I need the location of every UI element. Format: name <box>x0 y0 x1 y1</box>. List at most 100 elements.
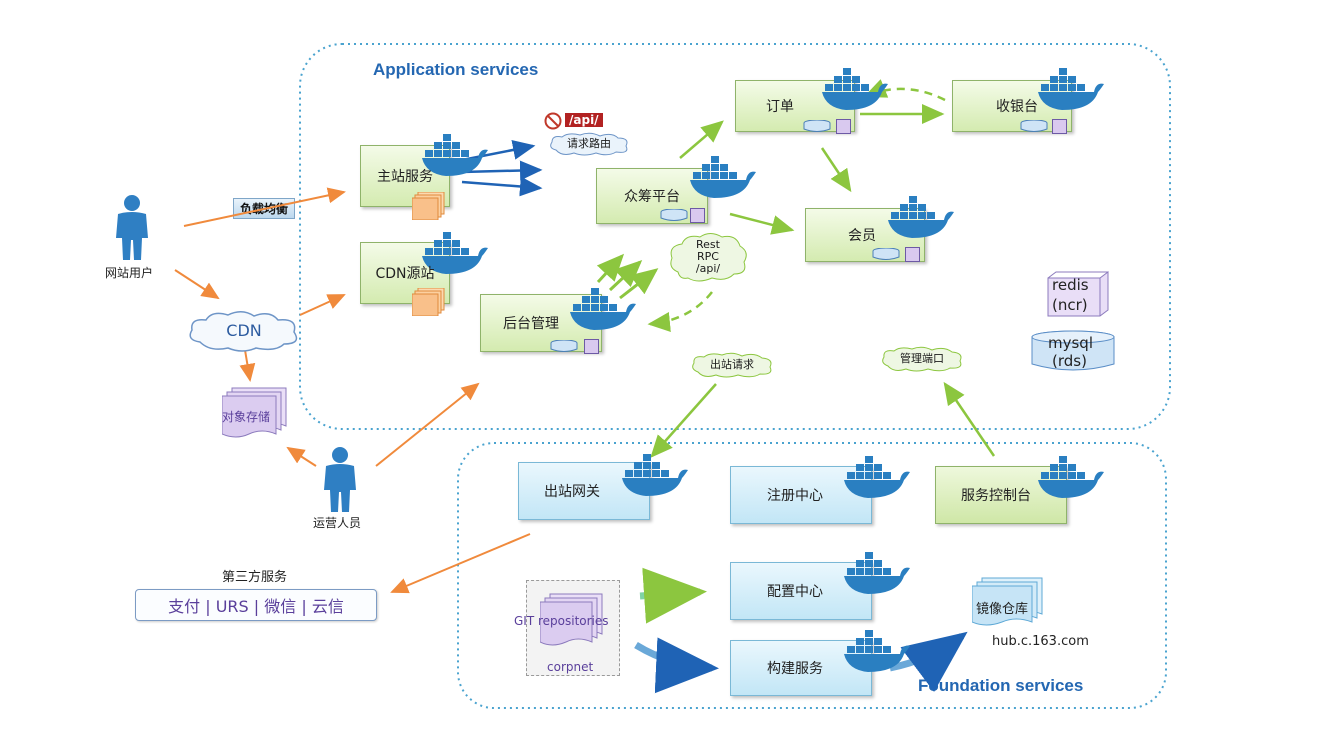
docker-whale-icon <box>888 196 954 238</box>
api-blocked-tag: /api/ <box>565 113 603 127</box>
admin-label: 后台管理 <box>503 316 559 332</box>
docker-whale-icon <box>1038 68 1104 110</box>
arrow-build-to-repo <box>889 631 968 692</box>
arrow-admin-to-crowd-2 <box>608 259 643 292</box>
docker-whale-icon <box>1038 456 1104 498</box>
mysql-label: mysql <box>1048 334 1093 352</box>
main-site-label: 主站服务 <box>377 169 433 185</box>
build-service-label: 构建服务 <box>767 661 823 677</box>
rest-rpc-text: Rest RPC /api/ <box>668 232 748 282</box>
rpc-label: RPC <box>697 250 719 263</box>
third-party-title: 第三方服务 <box>222 570 288 585</box>
arrow-git-to-config <box>639 567 707 624</box>
admin-node[interactable]: 后台管理 <box>480 294 602 352</box>
arrow-cdn-to-storage <box>239 349 256 382</box>
square-icon <box>905 247 920 262</box>
cashier-label: 收银台 <box>996 99 1038 115</box>
redis-sub-label: (ncr) <box>1052 296 1088 314</box>
person-icon <box>116 195 148 260</box>
docker-whale-icon <box>570 288 636 330</box>
object-storage-label: 对象存储 <box>222 410 271 424</box>
no-entry-icon <box>544 112 562 130</box>
redis-store-icon <box>1047 271 1109 317</box>
database-icon <box>872 248 900 260</box>
redis-label: redis <box>1052 276 1089 294</box>
docker-whale-icon <box>844 552 910 594</box>
document-stack-icon <box>540 593 603 646</box>
docker-whale-icon <box>422 134 488 176</box>
document-stack-icon <box>412 288 445 316</box>
arrow-operator-to-storage <box>286 446 317 467</box>
database-icon <box>1020 120 1048 132</box>
image-repo-label: 镜像仓库 <box>976 602 1029 617</box>
docker-whale-icon <box>822 68 888 110</box>
arrow-rpc-to-admin-dashed <box>647 291 713 332</box>
square-icon <box>1052 119 1067 134</box>
cloud-icon <box>189 311 298 352</box>
rest-label: Rest <box>696 238 720 251</box>
arrow-outbound-to-gateway <box>650 383 717 458</box>
corpnet-label: corpnet <box>547 660 594 674</box>
crowdfund-node[interactable]: 众筹平台 <box>596 168 708 224</box>
arrow-order-to-member <box>820 147 852 193</box>
request-routing-label: 请求路由 <box>567 137 611 150</box>
arrow-git-to-build <box>634 637 719 694</box>
crowdfund-label: 众筹平台 <box>624 189 680 205</box>
third-party-services: 支付 | URS | 微信 | 云信 <box>135 589 377 621</box>
rest-rpc-cloud: Rest RPC /api/ <box>668 232 748 282</box>
docker-whale-icon <box>422 232 488 274</box>
cdn-origin-label: CDN源站 <box>375 266 435 282</box>
square-icon <box>690 208 705 223</box>
management-port-cloud: 管理端口 <box>880 346 964 372</box>
document-stack-icon <box>972 577 1043 626</box>
arrow-admin-to-crowd-1 <box>596 253 625 284</box>
arrow-cdn-to-origin <box>299 294 346 316</box>
outbound-request-cloud: 出站请求 <box>690 352 774 378</box>
arrow-main-route-1 <box>461 140 536 162</box>
cloud-icon <box>692 352 772 378</box>
arrow-admin-to-crowd-3 <box>619 268 659 300</box>
arrow-operator-to-admin <box>375 382 480 467</box>
outbound-gateway-node[interactable]: 出站网关 <box>518 462 650 520</box>
square-icon <box>836 119 851 134</box>
cdn-cloud: CDN <box>186 310 302 352</box>
docker-whale-icon <box>690 156 756 198</box>
web-user-label: 网站用户 <box>105 266 154 280</box>
arrow-main-route-3 <box>461 176 543 197</box>
hub-url-label: hub.c.163.com <box>992 634 1089 649</box>
arrow-main-route-2 <box>461 160 543 181</box>
square-icon <box>584 339 599 354</box>
member-label: 会员 <box>848 228 876 244</box>
arrow-user-to-main <box>183 187 346 227</box>
request-routing-cloud: 请求路由 <box>548 132 630 156</box>
registry-label: 注册中心 <box>767 488 823 504</box>
api-label: /api/ <box>695 262 721 275</box>
service-console-label: 服务控制台 <box>961 488 1031 504</box>
application-services-region <box>299 43 1171 430</box>
docker-whale-icon <box>622 454 688 496</box>
order-label: 订单 <box>766 99 794 115</box>
arrow-crowd-to-order <box>679 120 724 159</box>
database-icon <box>660 209 688 221</box>
database-icon <box>550 340 578 352</box>
cloud-icon <box>882 346 962 372</box>
application-services-title: Application services <box>373 60 539 79</box>
outbound-gateway-label: 出站网关 <box>544 484 600 500</box>
cdn-label: CDN <box>226 321 262 340</box>
cloud-icon <box>550 132 628 156</box>
cloud-icon <box>670 233 747 282</box>
foundation-services-region <box>457 442 1167 709</box>
outbound-request-label: 出站请求 <box>710 358 754 371</box>
arrow-gateway-to-thirdparty <box>390 533 531 594</box>
operator-label: 运营人员 <box>313 516 362 530</box>
person-icon <box>324 447 356 512</box>
arrow-user-to-cdn <box>174 269 220 300</box>
config-center-label: 配置中心 <box>767 584 823 600</box>
management-port-label: 管理端口 <box>900 352 944 365</box>
mysql-sub-label: (rds) <box>1052 352 1087 370</box>
document-stack-icon <box>412 192 445 220</box>
git-repos-label: GIT repositories <box>514 614 609 628</box>
database-icon <box>803 120 831 132</box>
